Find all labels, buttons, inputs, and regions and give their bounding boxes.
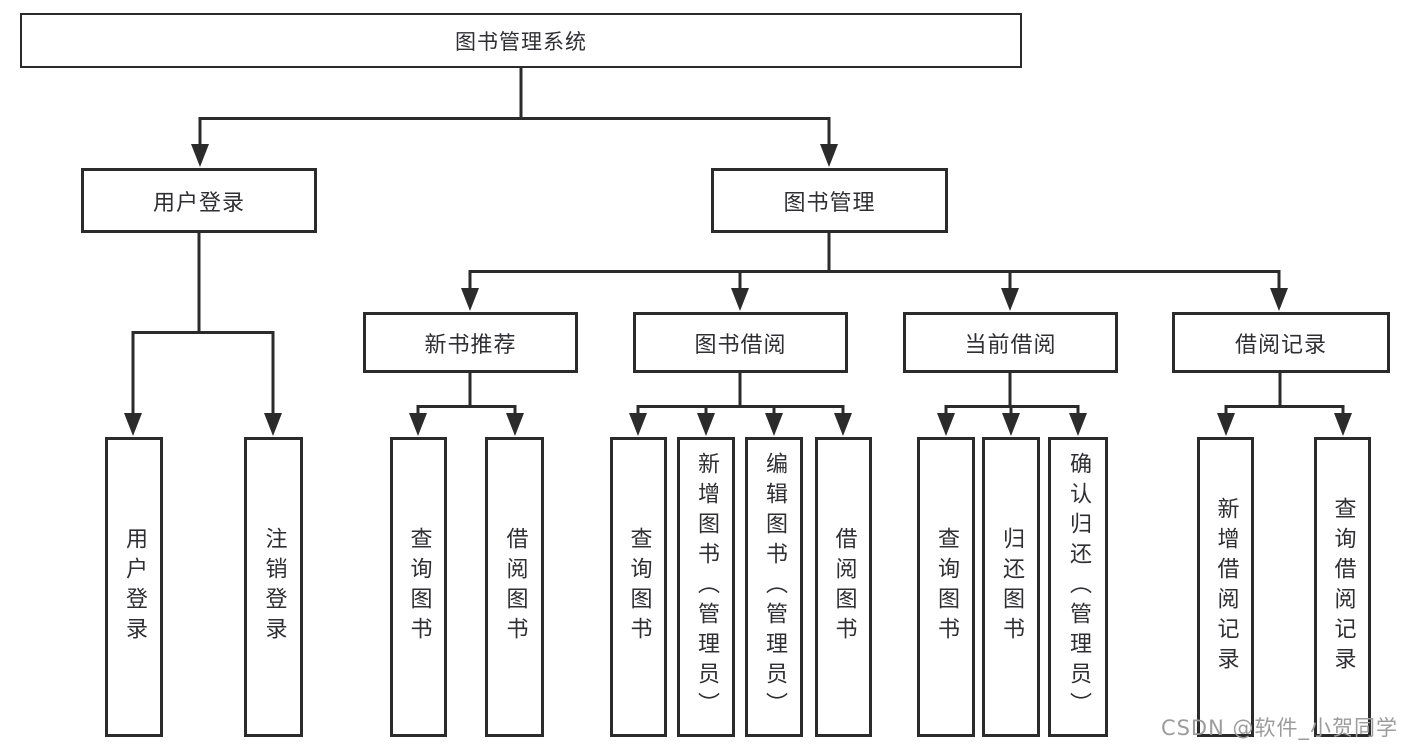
arrowhead [1217, 413, 1235, 436]
node-label: 确认归还（管理员） [1066, 452, 1091, 722]
leaf-confirm-return-admin: 确认归还（管理员） [1048, 437, 1108, 737]
arrowhead [629, 413, 647, 436]
arrowhead [461, 288, 479, 311]
leaf-borrow-books-recommend: 借阅图书 [485, 437, 544, 737]
arrowhead [1069, 413, 1087, 436]
node-book-management: 图书管理 [711, 168, 948, 233]
arrowhead [731, 288, 749, 311]
leaf-edit-books-admin: 编辑图书（管理员） [745, 437, 803, 737]
arrowhead [506, 413, 524, 436]
node-borrow-records: 借阅记录 [1172, 312, 1390, 373]
arrowhead [1334, 413, 1352, 436]
arrowhead [937, 413, 955, 436]
node-label: 图书借阅 [694, 332, 787, 358]
node-label: 图书管理系统 [455, 29, 587, 54]
node-label: 新增图书（管理员） [694, 452, 719, 722]
node-label: 归还图书 [999, 527, 1024, 647]
leaf-user-login: 用户登录 [105, 437, 163, 737]
node-label: 编辑图书（管理员） [762, 452, 787, 722]
leaf-query-books-recommend: 查询图书 [390, 437, 447, 737]
arrowhead [264, 413, 282, 436]
leaf-query-books-borrow: 查询图书 [610, 437, 667, 737]
node-new-book-recommend: 新书推荐 [363, 312, 578, 373]
node-label: 查询图书 [626, 527, 652, 647]
arrowhead [1270, 288, 1288, 311]
node-label: 用户登录 [122, 527, 147, 647]
leaf-return-books: 归还图书 [982, 437, 1040, 737]
arrowhead [765, 413, 783, 436]
connector-new-book-to-leaves [416, 373, 517, 414]
connector-current-borrow-to-leaves [944, 373, 1080, 414]
node-label: 借阅记录 [1234, 332, 1327, 358]
node-label: 注销登录 [261, 527, 287, 647]
node-label: 查询借阅记录 [1330, 497, 1356, 677]
node-label: 借阅图书 [831, 527, 857, 647]
arrowhead [1001, 288, 1019, 311]
arrowhead [1002, 413, 1020, 436]
connector-user-login-to-leaves [131, 233, 275, 414]
node-user-login: 用户登录 [81, 168, 317, 233]
connector-borrow-records-to-leaves [1224, 373, 1345, 414]
node-root-system: 图书管理系统 [20, 13, 1022, 68]
node-current-borrow: 当前借阅 [903, 312, 1118, 373]
leaf-borrow-books: 借阅图书 [815, 437, 872, 737]
node-label: 新书推荐 [424, 332, 517, 358]
leaf-add-borrow-record: 新增借阅记录 [1197, 437, 1254, 737]
leaf-add-books-admin: 新增图书（管理员） [677, 437, 735, 737]
connector-book-management-to-level3 [468, 233, 1281, 289]
node-label: 查询图书 [406, 527, 432, 647]
node-label: 用户登录 [152, 190, 245, 216]
arrowhead [409, 413, 427, 436]
node-book-borrow: 图书借阅 [633, 312, 848, 373]
leaf-logout: 注销登录 [244, 437, 303, 737]
arrowhead [191, 144, 209, 167]
node-label: 查询图书 [934, 527, 959, 647]
arrowhead [124, 413, 142, 436]
leaf-query-borrow-record: 查询借阅记录 [1314, 437, 1371, 737]
leaf-query-books-current: 查询图书 [917, 437, 975, 737]
node-label: 当前借阅 [964, 332, 1057, 358]
connector-book-borrow-to-leaves [636, 373, 845, 414]
connector-root-to-level2 [198, 68, 831, 146]
node-label: 新增借阅记录 [1213, 497, 1239, 677]
csdn-watermark: CSDN @软件_小贺同学 [1160, 716, 1398, 740]
arrowhead [697, 413, 715, 436]
arrowhead [820, 144, 838, 167]
arrowhead [834, 413, 852, 436]
node-label: 图书管理 [783, 190, 876, 216]
node-label: 借阅图书 [502, 527, 528, 647]
